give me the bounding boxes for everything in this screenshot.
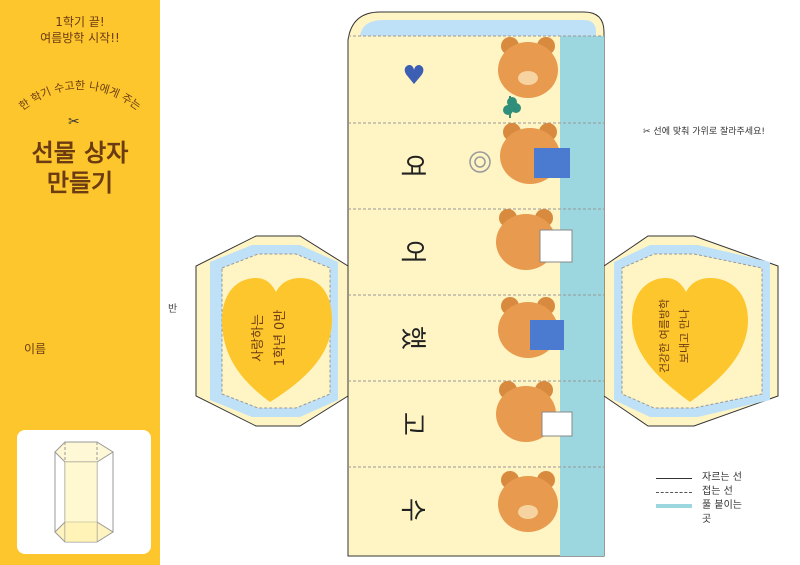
legend-glue-label: 풀 붙이는: [702, 500, 742, 511]
left-hex-cap: [195, 235, 349, 427]
legend-glue-label-2: 곳: [702, 514, 712, 525]
right-heart-text: 건강한 여름방학 보내고 만나: [658, 299, 691, 373]
panel-letter-4: 고: [397, 412, 427, 436]
clover-icon: [503, 96, 521, 118]
sidebar-header: 1학기 끝! 여름방학 시작!!: [0, 14, 160, 46]
panel-letter-3: 했: [397, 326, 427, 350]
page-title: 선물 상자 만들기: [0, 138, 160, 198]
cut-instruction-text: 선에 맞춰 가위로 잘라주세요!: [653, 127, 765, 137]
cut-instruction: ✂ 선에 맞춰 가위로 잘라주세요!: [643, 124, 765, 137]
page-title-line1: 선물 상자: [31, 139, 129, 167]
heart-icon: ♥: [402, 61, 425, 91]
arc-subtitle: 한 학기 수고한 나에게 주는: [17, 79, 144, 113]
bear-icon: [500, 123, 570, 184]
right-hex-cap: [603, 235, 779, 427]
bear-icon: [498, 37, 558, 98]
bear-illustrations: [469, 37, 573, 532]
bear-icon: [498, 471, 558, 532]
hexagonal-prism-diagram: [17, 430, 151, 554]
bear-icon: [496, 209, 573, 270]
left-heart-line2: 1학년 0반: [273, 310, 288, 367]
scissors-icon: ✂: [68, 114, 80, 130]
side-mark: 반: [168, 304, 178, 315]
strip-letters: ♥ 여 어 했 고 수: [397, 61, 427, 522]
right-heart-line2: 보내고 만나: [678, 309, 691, 363]
panel-letter-1: 여: [397, 154, 427, 178]
bear-icon: [498, 297, 564, 358]
panel-letter-5: 수: [397, 498, 427, 522]
sidebar: 1학기 끝! 여름방학 시작!! 한 학기 수고한 나에게 주는 ✂ 선물 상자…: [0, 0, 160, 565]
legend-fold-label: 접는 선: [702, 486, 733, 497]
name-label: 이름: [24, 342, 47, 356]
bear-icon: [496, 381, 573, 442]
left-heart-line1: 사랑하는: [251, 314, 266, 362]
legend-cut-label: 자르는 선: [702, 472, 742, 483]
left-heart-text: 사랑하는 1학년 0반: [251, 310, 288, 367]
right-heart-line1: 건강한 여름방학: [658, 299, 671, 373]
scissors-icon: ✂: [643, 127, 651, 137]
page-title-line2: 만들기: [46, 169, 114, 197]
prism-icon: [54, 441, 114, 543]
panel-letter-2: 어: [397, 240, 427, 264]
swirl-icon: [469, 151, 491, 173]
sidebar-header-line2: 여름방학 시작!!: [40, 31, 120, 45]
main-strip: [347, 11, 605, 557]
sidebar-header-line1: 1학기 끝!: [55, 15, 105, 29]
